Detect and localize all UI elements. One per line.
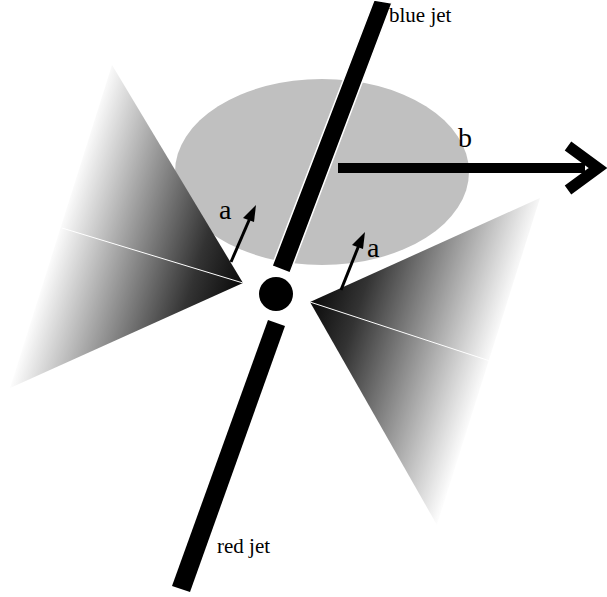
arrow-a-head (243, 205, 256, 222)
cone-line (62, 228, 243, 283)
left-cone (10, 65, 243, 388)
right-cone (310, 198, 540, 525)
arrow-b-head (568, 146, 598, 190)
arrow-label: a (219, 196, 231, 224)
arrow-b-shaft (338, 163, 585, 173)
blue-jet-bar (272, 0, 392, 273)
arrow-a-shaft (341, 245, 359, 290)
jet-label: blue jet (389, 5, 451, 26)
cone-line (310, 302, 490, 361)
red-jet-bar (172, 320, 285, 592)
arrow-label: a (367, 234, 379, 262)
central-source (259, 277, 293, 311)
arrow-a-shaft (231, 218, 250, 262)
arrow-a-head (352, 232, 365, 249)
jet-label: red jet (217, 536, 270, 557)
arrow-label: b (458, 124, 472, 152)
